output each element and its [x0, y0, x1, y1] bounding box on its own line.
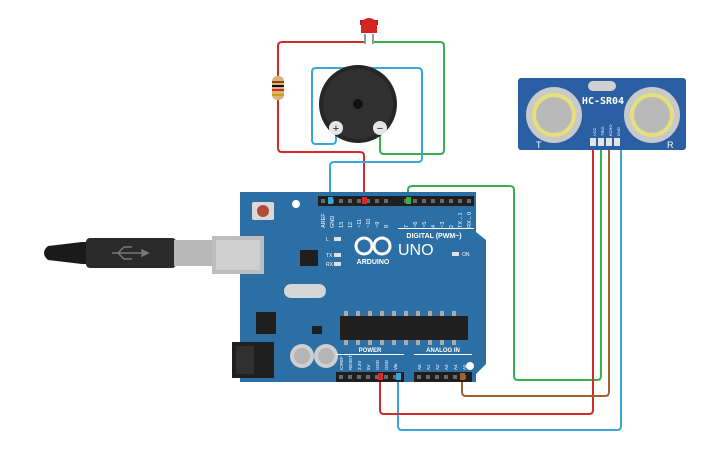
- wire-blue-gnd-sensor[interactable]: [397, 144, 622, 431]
- pin-label-8: 8: [384, 225, 390, 228]
- pin-label-6: ~6: [413, 222, 419, 228]
- pin-label-11: ~11: [357, 219, 363, 228]
- sensor-pin-echo-label: ECHO: [608, 124, 613, 136]
- wire-red-5v-vcc[interactable]: [379, 144, 594, 415]
- pin-label-a0: A0: [417, 364, 422, 370]
- pin-label-aref: AREF: [321, 213, 327, 228]
- pin-label-gnd1: GND: [375, 359, 380, 370]
- infinity-logo-icon: [354, 236, 392, 256]
- pin-label-rx0: RX←0: [467, 212, 473, 228]
- analog-header[interactable]: [414, 372, 472, 382]
- sensor-r-label: R: [667, 140, 674, 150]
- wire-red-led-resistor[interactable]: [277, 41, 365, 76]
- pin-label-9: ~9: [375, 222, 381, 228]
- pin-label-5: ~5: [422, 222, 428, 228]
- sensor-pin-gnd-label: GND: [616, 127, 621, 136]
- sensor-model-label: HC-SR04: [582, 96, 624, 107]
- usb-cable[interactable]: [44, 238, 214, 268]
- wire-red-resistor-pin12[interactable]: [277, 100, 365, 198]
- buzzer-minus-label: −: [377, 123, 383, 135]
- resistor[interactable]: [272, 76, 284, 100]
- pin-label-a1: A1: [426, 364, 431, 370]
- pin-label-gnd: GND: [330, 216, 336, 228]
- ultrasonic-sensor[interactable]: HC-SR04 T R VCC TRIG ECHO GND: [518, 78, 686, 150]
- pin-label-2: 2: [449, 225, 455, 228]
- transducer-left: [526, 87, 582, 143]
- led[interactable]: [360, 18, 378, 44]
- pin-label-10: ~10: [366, 219, 372, 228]
- buzzer-plus-label: +: [333, 123, 339, 135]
- pin-label-3v3: 3.3V: [357, 361, 362, 370]
- pin-label-13: 13: [339, 222, 345, 228]
- analog-in-label: ANALOG IN: [426, 348, 460, 354]
- model-label: UNO: [398, 242, 434, 259]
- pin-label-ioref: IOREF: [339, 356, 344, 370]
- brand-label: ARDUINO: [357, 259, 390, 266]
- on-led-label: ON: [462, 252, 470, 258]
- pin-label-7: 7: [404, 225, 410, 228]
- sensor-t-label: T: [536, 140, 542, 150]
- piezo-buzzer[interactable]: + −: [319, 65, 397, 143]
- wire-green-led[interactable]: [374, 41, 445, 155]
- pin-label-a2: A2: [435, 364, 440, 370]
- sensor-pin-vcc-label: VCC: [592, 127, 597, 136]
- led-rx-label: RX: [326, 262, 334, 268]
- digital-header[interactable]: [318, 196, 474, 206]
- led-tx-label: TX: [326, 253, 333, 259]
- sensor-pin-trig-label: TRIG: [600, 126, 605, 136]
- pin-label-12: 12: [348, 222, 354, 228]
- led-l-label: L: [326, 237, 329, 243]
- wire-brown-a5-echo[interactable]: [461, 144, 610, 397]
- pin-label-a5: A5: [462, 364, 467, 370]
- wire-green-pin7-trig[interactable]: [407, 144, 602, 381]
- pin-label-reset: RESET: [348, 355, 353, 370]
- pin-label-gnd2: GND: [384, 359, 389, 370]
- digital-pwm-label: DIGITAL (PWM~): [406, 233, 461, 240]
- pin-label-a4: A4: [453, 364, 458, 370]
- pin-label-3: ~3: [440, 222, 446, 228]
- pin-label-tx1: TX→1: [458, 212, 464, 228]
- arduino-uno[interactable]: AREF GND 13 12 ~11 ~10 ~9 8 7 ~6 ~5 4 ~3…: [212, 192, 486, 382]
- pin-label-5v: 5V: [366, 364, 371, 370]
- transducer-right: [624, 87, 680, 143]
- pin-label-a3: A3: [444, 364, 449, 370]
- pin-label-4: 4: [431, 225, 437, 228]
- pin-label-vin: Vin: [393, 363, 398, 370]
- power-label: POWER: [359, 348, 382, 354]
- usb-icon: [112, 246, 150, 260]
